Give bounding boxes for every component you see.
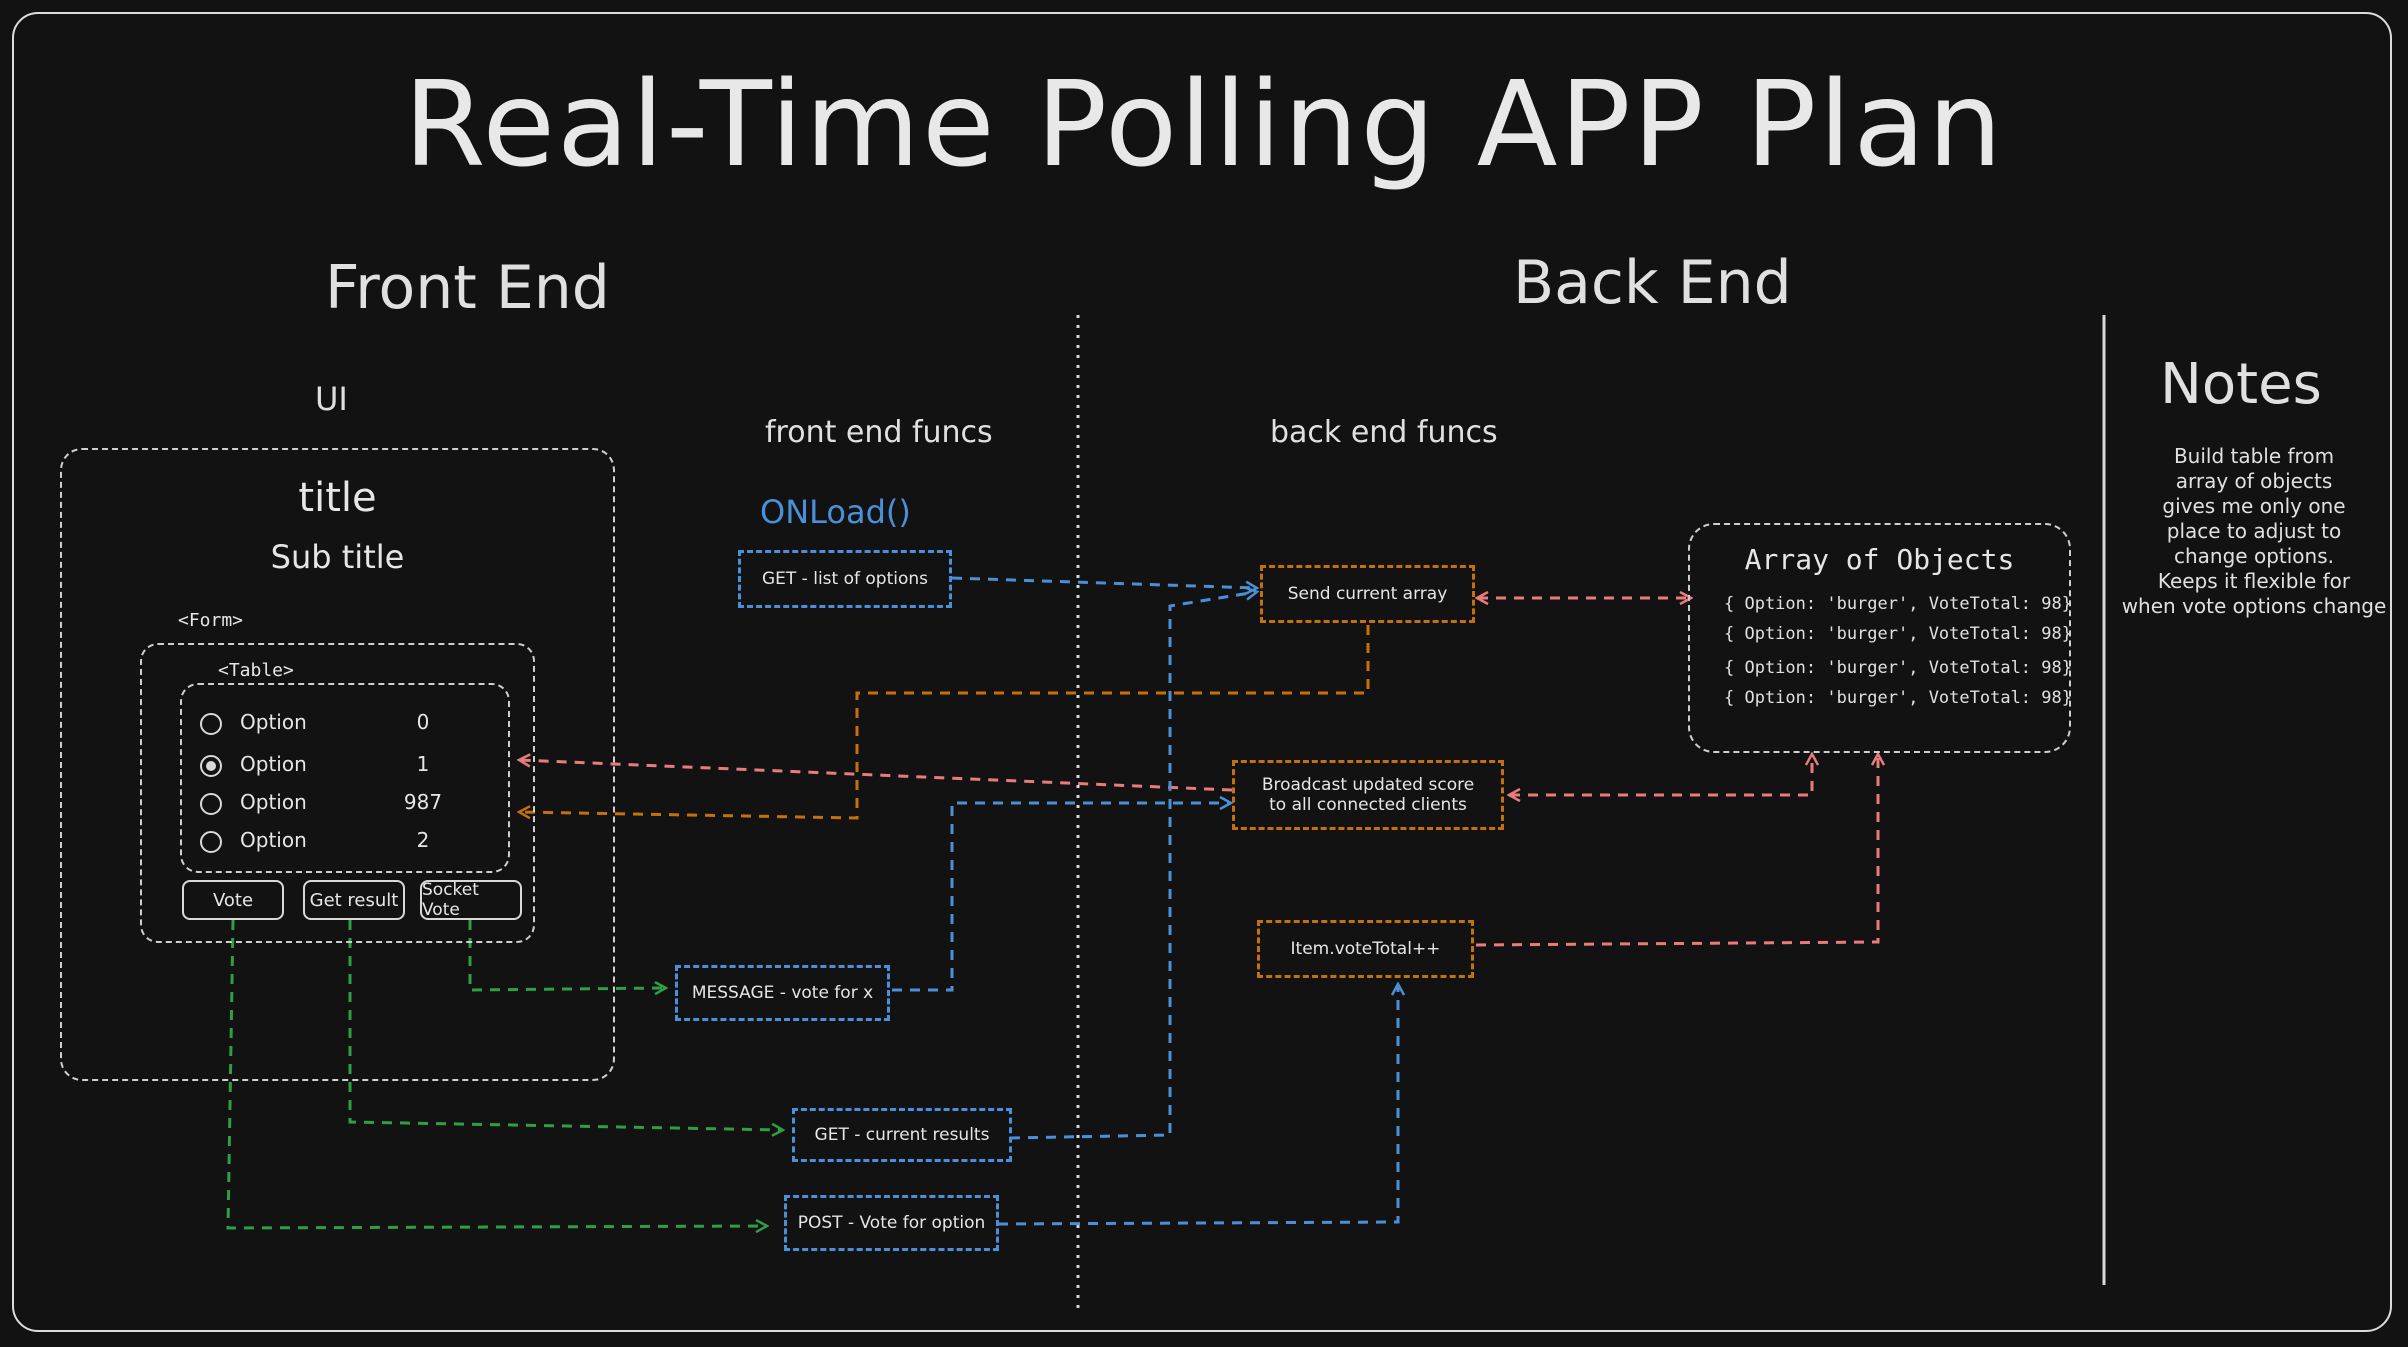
ui-mockup-container <box>60 448 615 1081</box>
radio-option-4[interactable] <box>200 831 222 853</box>
vote-button[interactable]: Vote <box>182 880 284 920</box>
option-label: Option <box>240 828 307 852</box>
array-row: { Option: 'burger', VoteTotal: 98} <box>1724 688 2072 708</box>
option-value: 987 <box>403 790 443 814</box>
ui-label: UI <box>315 380 348 418</box>
front-end-heading: Front End <box>325 253 610 323</box>
get-result-button[interactable]: Get result <box>303 880 405 920</box>
option-label: Option <box>240 752 307 776</box>
back-end-funcs-heading: back end funcs <box>1270 415 1498 450</box>
socket-vote-button[interactable]: Socket Vote <box>420 880 522 920</box>
front-end-funcs-heading: front end funcs <box>765 415 993 450</box>
back-end-heading: Back End <box>1513 248 1792 318</box>
option-value: 1 <box>416 752 430 776</box>
array-of-objects-title: Array of Objects <box>1744 543 2015 576</box>
broadcast-line: to all connected clients <box>1269 795 1467 815</box>
option-value: 0 <box>416 710 430 734</box>
option-value: 2 <box>416 828 430 852</box>
onload-label: ONLoad() <box>760 493 911 531</box>
ui-subtitle: Sub title <box>270 538 405 576</box>
post-vote-box: POST - Vote for option <box>784 1195 999 1251</box>
radio-option-2[interactable] <box>200 755 222 777</box>
send-current-array-box: Send current array <box>1260 565 1475 623</box>
get-current-results-box: GET - current results <box>792 1108 1012 1162</box>
notes-heading: Notes <box>2160 352 2322 417</box>
option-label: Option <box>240 790 307 814</box>
radio-option-3[interactable] <box>200 793 222 815</box>
message-vote-box: MESSAGE - vote for x <box>675 965 890 1021</box>
array-row: { Option: 'burger', VoteTotal: 98} <box>1724 594 2072 614</box>
array-row: { Option: 'burger', VoteTotal: 98} <box>1724 658 2072 678</box>
get-options-box: GET - list of options <box>738 550 952 608</box>
options-table <box>180 683 510 873</box>
ui-title: title <box>298 475 377 521</box>
array-of-objects-box <box>1688 523 2071 753</box>
notes-text: Build table from array of objects gives … <box>2121 444 2387 618</box>
option-label: Option <box>240 710 307 734</box>
broadcast-updated-score-box: Broadcast updated score to all connected… <box>1232 760 1504 830</box>
form-tag: <Form> <box>178 610 244 631</box>
canvas-frame <box>12 12 2392 1332</box>
item-vote-total-box: Item.voteTotal++ <box>1257 920 1474 978</box>
radio-option-1[interactable] <box>200 713 222 735</box>
page-title: Real-Time Polling APP Plan <box>403 55 2005 193</box>
table-tag: <Table> <box>218 660 294 681</box>
array-row: { Option: 'burger', VoteTotal: 98} <box>1724 624 2072 644</box>
form-container <box>140 643 535 943</box>
broadcast-line: Broadcast updated score <box>1261 775 1475 795</box>
